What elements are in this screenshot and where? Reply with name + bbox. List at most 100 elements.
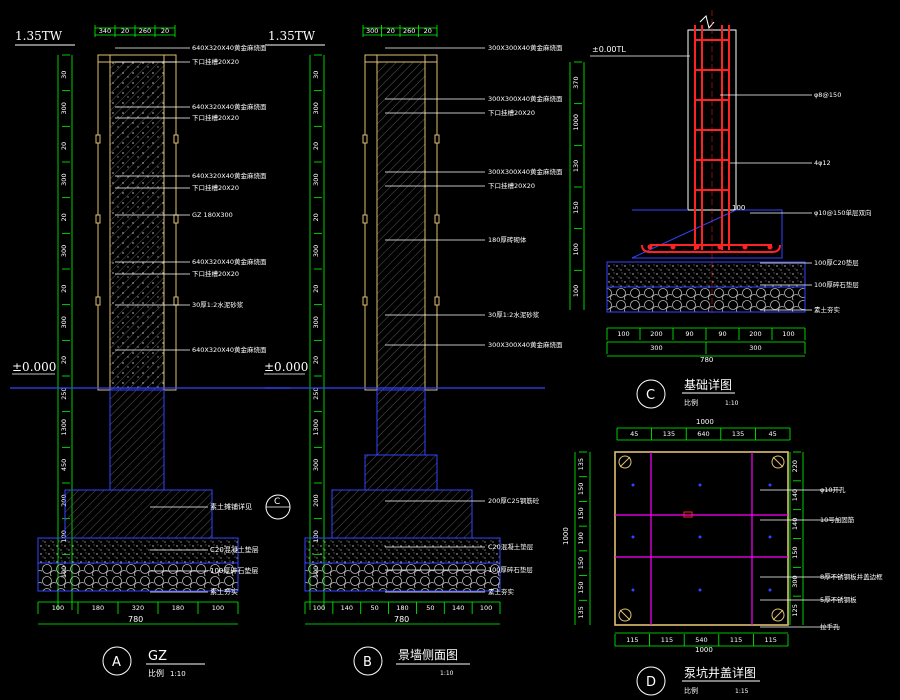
dimension-text: 300 xyxy=(366,27,378,35)
scale-a: 1:10 xyxy=(170,670,186,678)
dimension-text: 素土夯实 xyxy=(814,305,841,314)
dimension-text: 45 xyxy=(630,430,638,438)
dimension-text: 135 xyxy=(577,606,585,618)
drawing-b: 1.35TW 303002030020300203002025013003002… xyxy=(264,25,563,677)
zero-level-b: ±0.000 xyxy=(264,360,308,374)
callout-label-c: C xyxy=(274,497,280,507)
dimension-text: 200厚C25钢筋砼 xyxy=(488,496,540,505)
title-circle-b-label: B xyxy=(363,655,372,670)
dimension-text: 125 xyxy=(791,604,799,616)
dimension-text: 140 xyxy=(452,604,464,612)
dimension-text: 130 xyxy=(572,160,580,172)
dimension-text: 拉手孔 xyxy=(820,622,840,631)
dimension-text: 320 xyxy=(132,604,144,612)
dimension-text: 20 xyxy=(312,356,320,364)
dimension-text: 下口挂槽20X20 xyxy=(192,269,239,278)
title-circle-d-label: D xyxy=(646,675,656,690)
dimension-text: 115 xyxy=(661,636,673,644)
dimension-text: 20 xyxy=(424,27,432,35)
dimension-text: 100 xyxy=(572,243,580,255)
top-total-d: 1000 xyxy=(696,418,714,426)
dimension-text: 50 xyxy=(371,604,379,612)
dimension-text: 150 xyxy=(577,483,585,495)
top-level-a: 1.35TW xyxy=(15,29,63,43)
title-circle-a xyxy=(102,646,132,676)
dimension-text: 200 xyxy=(312,494,320,506)
c20-layer-c xyxy=(606,261,806,288)
dimension-text: 640X320X40黄金麻烧面 xyxy=(192,257,267,266)
dimension-text: 100 xyxy=(782,330,794,338)
dimension-text: 370 xyxy=(572,76,580,88)
dimension-text: 300X300X40黄金麻烧面 xyxy=(488,340,563,349)
zero-level-a: ±0.000 xyxy=(12,360,56,374)
top-level-b: 1.35TW xyxy=(268,29,316,43)
dimension-text: 20 xyxy=(161,27,169,35)
scale-label-a: 比例 xyxy=(148,668,164,678)
scale-b: 1:10 xyxy=(440,670,454,677)
dimension-text: C20混凝土垫层 xyxy=(210,545,259,554)
dimension-text: 8厚不锈钢板井盖边框 xyxy=(820,572,883,581)
dimension-text: 300 xyxy=(749,344,761,352)
annotations-b: 300X300X40黄金麻烧面300X300X40黄金麻烧面下口挂槽20X203… xyxy=(385,43,563,596)
dimension-text: 150 xyxy=(577,507,585,519)
dimension-text: 20 xyxy=(60,142,68,150)
dimension-text: 450 xyxy=(60,459,68,471)
dimension-text: 下口挂槽20X20 xyxy=(488,181,535,190)
dimension-text: 4φ12 xyxy=(814,159,831,167)
dimension-text: 300 xyxy=(312,459,320,471)
dimension-text: 100 xyxy=(212,604,224,612)
level-c: ±0.00TL xyxy=(592,45,626,54)
drawing-a: 1.35TW 303002030020300203002025013004502… xyxy=(10,25,291,678)
dimension-text: 45 xyxy=(769,430,777,438)
dimension-text: 300 xyxy=(60,173,68,185)
dimension-text: 90 xyxy=(718,330,726,338)
dimension-text: 640X320X40黄金麻烧面 xyxy=(192,43,267,52)
bottom-total-d: 1000 xyxy=(695,646,713,654)
annotations-c: φ8@1504φ12φ10@150单层双向100厚C20垫层100厚碎石垫层素土… xyxy=(720,91,871,314)
wall-b xyxy=(376,61,426,391)
dimension-text: 100 xyxy=(617,330,629,338)
annotations-a: 640X320X40黄金麻烧面下口挂槽20X20640X320X40黄金麻烧面下… xyxy=(115,43,267,596)
dimension-text: 180 xyxy=(172,604,184,612)
dimension-text: 素土夯实 xyxy=(210,587,238,596)
stem-b xyxy=(376,389,426,456)
bottom-total-a: 780 xyxy=(128,615,143,624)
dimension-text: 20 xyxy=(60,356,68,364)
dimension-text: 250 xyxy=(312,387,320,399)
dimension-text: 300 xyxy=(312,245,320,257)
dim-100-c: 100 xyxy=(732,204,745,212)
dimension-text: 300 xyxy=(60,245,68,257)
footing-b xyxy=(331,489,473,539)
dimension-text: 115 xyxy=(626,636,638,644)
stem-a xyxy=(109,389,165,491)
dimension-text: 300 xyxy=(312,102,320,114)
dimension-text: 100 xyxy=(60,530,68,542)
dimension-text: 640 xyxy=(697,430,709,438)
step-b xyxy=(364,454,438,491)
title-circle-a-label: A xyxy=(112,655,121,670)
dimension-text: 135 xyxy=(577,458,585,470)
dimension-text: 素土摊铺详见 xyxy=(210,502,252,511)
dimension-text: 180厚砖砌体 xyxy=(488,235,527,244)
dimension-text: 260 xyxy=(139,27,151,35)
dimension-text: 140 xyxy=(791,518,799,530)
dimension-text: 1300 xyxy=(60,419,68,436)
dimension-text: 1000 xyxy=(572,114,580,131)
dimension-text: 20 xyxy=(60,213,68,221)
title-circle-c-label: C xyxy=(646,388,655,403)
dimension-text: 135 xyxy=(663,430,675,438)
dimension-text: 300 xyxy=(312,316,320,328)
column-a-speckle xyxy=(110,62,164,390)
dimension-text: 540 xyxy=(695,636,707,644)
scale-d: 1:15 xyxy=(735,688,749,695)
dimension-text: 100厚碎石垫层 xyxy=(210,566,258,575)
c20-layer-a xyxy=(37,537,239,564)
